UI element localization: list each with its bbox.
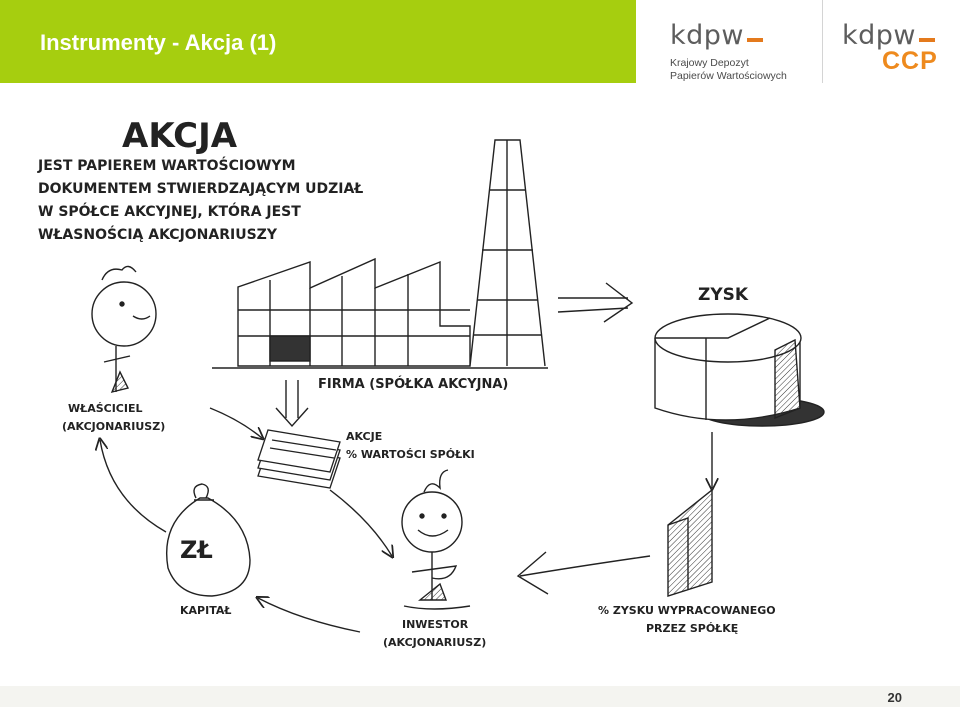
logo-underscore — [919, 38, 935, 42]
shares-label-2: % WARTOŚCI SPÓŁKI — [346, 448, 475, 461]
kdpw-logo: kdpw Krajowy Depozyt Papierów Wartościow… — [670, 22, 787, 83]
definition-line-2: DOKUMENTEM STWIERDZAJĄCYM UDZIAŁ — [38, 181, 363, 197]
capital-label: KAPITAŁ — [180, 604, 231, 617]
shares-stack-illustration — [257, 429, 341, 489]
share-diagram: AKCJA JEST PAPIEREM WARTOŚCIOWYM DOKUMEN… — [37, 116, 825, 649]
owner-figure — [91, 265, 157, 394]
arrow-owner-to-shares — [209, 407, 262, 438]
ccp-logo-suffix: CCP — [882, 47, 938, 75]
header-band: Instrumenty - Akcja (1) — [0, 0, 636, 83]
arrow-capital-to-owner — [100, 440, 167, 533]
investor-label-1: INWESTOR — [402, 618, 469, 631]
owner-label-1: WŁAŚCICIEL — [68, 402, 143, 415]
definition-line-4: WŁASNOŚCIĄ AKCJONARIUSZY — [38, 225, 278, 243]
arrow-factory-to-profit — [557, 282, 634, 323]
definition-line-3: W SPÓŁCE AKCYJNEJ, KTÓRA JEST — [38, 202, 301, 220]
page-number: 20 — [887, 690, 902, 705]
diagram-heading: AKCJA — [122, 116, 238, 156]
profit-share-label-2: PRZEZ SPÓŁKĘ — [646, 622, 738, 635]
investor-label-2: (AKCJONARIUSZ) — [383, 636, 486, 649]
arrow-factory-to-shares — [275, 380, 309, 428]
kdpw-logo-line2: Papierów Wartościowych — [670, 70, 787, 82]
money-bag-illustration — [166, 483, 251, 597]
logo-underscore — [747, 38, 763, 42]
zysk-label: ZYSK — [698, 285, 749, 305]
shares-label-1: AKCJE — [346, 430, 382, 443]
kdpw-logo-line1: Krajowy Depozyt — [670, 57, 749, 69]
kdpw-ccp-logo-mark: kdpw — [842, 20, 916, 51]
investor-figure — [401, 469, 471, 610]
footer: 20 — [0, 686, 960, 707]
owner-label-2: (AKCJONARIUSZ) — [62, 420, 165, 433]
arrow-shares-to-investor — [329, 489, 392, 556]
arrow-investor-to-capital — [258, 598, 361, 633]
arrow-slice-to-investor — [516, 551, 651, 595]
logo-area: kdpw Krajowy Depozyt Papierów Wartościow… — [636, 0, 960, 83]
profit-cake-illustration — [654, 313, 825, 427]
capital-sign: ZŁ — [180, 536, 213, 564]
logo-divider — [822, 0, 823, 83]
profit-slice-illustration — [667, 488, 713, 597]
factory-window-shaded — [269, 335, 311, 362]
firma-label: FIRMA (SPÓŁKA AKCYJNA) — [318, 376, 508, 392]
factory-illustration — [212, 139, 548, 369]
kdpw-ccp-logo: kdpw CCP — [842, 22, 938, 76]
profit-share-label-1: % ZYSKU WYPRACOWANEGO — [598, 604, 776, 617]
kdpw-logo-mark: kdpw — [670, 20, 744, 51]
slide-title: Instrumenty - Akcja (1) — [40, 30, 277, 55]
definition-line-1: JEST PAPIEREM WARTOŚCIOWYM — [37, 156, 296, 174]
